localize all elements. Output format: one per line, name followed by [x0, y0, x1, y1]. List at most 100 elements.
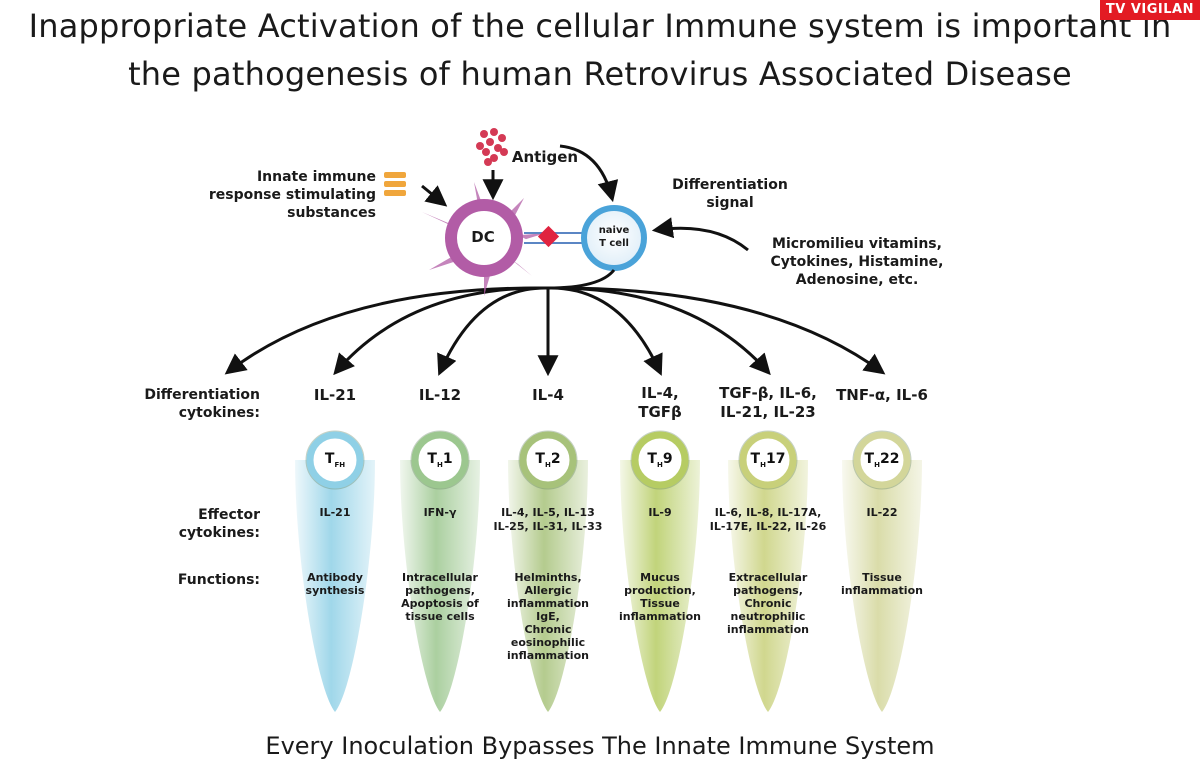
functions-th2-line-1: Allergic [524, 584, 572, 597]
effector-cytokines-th1-line-0: IFN-γ [423, 506, 457, 519]
diff-cytokines-th17-line-0: TGF-β, IL-6, [719, 384, 817, 402]
cell-name-sub: H [544, 460, 551, 469]
cell-name-suffix: 2 [550, 451, 561, 467]
cell-name-sub: H [760, 460, 766, 469]
dc-dendrite-0 [422, 212, 455, 227]
effector-cytokines-th2-line-1: IL-25, IL-31, IL-33 [493, 520, 603, 533]
functions-tfh-line-1: synthesis [305, 584, 365, 597]
cell-name-th9: TH9 [635, 451, 685, 469]
cell-body-th17 [728, 460, 808, 712]
diff-cytokines-th22: TNF-α, IL-6 [812, 386, 952, 405]
effector-cytokines-th2-line-0: IL-4, IL-5, IL-13 [501, 506, 595, 519]
antigen-dot-4 [494, 144, 502, 152]
naive-t-cell-label: naive T cell [586, 224, 642, 250]
diff-cytokines-tfh: IL-21 [265, 386, 405, 405]
row-eff-line-2: cytokines: [178, 525, 260, 541]
fan-arrow-2 [437, 286, 549, 376]
naive-line-1: naive [598, 225, 630, 236]
antigen-dot-7 [476, 142, 484, 150]
diff-cytokines-th1-line-0: IL-12 [418, 386, 462, 404]
fan-arrow-5 [547, 286, 771, 376]
effector-cytokines-th9-line-0: IL-9 [648, 506, 672, 519]
arrow-innate-to-dc [421, 184, 448, 207]
cell-name-main: T [324, 451, 335, 467]
functions-th1-line-1: pathogens, [405, 584, 475, 597]
functions-th17-line-1: pathogens, [733, 584, 803, 597]
cell-outline-tfh [305, 430, 365, 490]
diff-cytokines-th9-line-0: IL-4, [641, 384, 679, 402]
diff-cytokines-th22-line-0: TNF-α, IL-6 [836, 386, 928, 404]
cell-name-suffix: 17 [765, 451, 786, 467]
cell-ring-th17 [739, 431, 797, 489]
cell-name-tfh: TFH [310, 451, 360, 469]
diff-cytokines-th1: IL-12 [370, 386, 510, 405]
innate-stimulus-label: Innate immune response stimulating subst… [180, 168, 376, 222]
cell-body-tfh [295, 460, 375, 712]
functions-th17-line-2: Chronic [744, 597, 792, 610]
fan-arrow-0 [224, 286, 549, 375]
fan-arrow-4 [547, 286, 663, 376]
row-header-effector: Effector cytokines: [80, 506, 260, 542]
antigen-dot-1 [490, 128, 498, 136]
cell-name-sub: H [874, 460, 880, 469]
dc-dendrite-6 [518, 233, 546, 240]
dc-dendrite-1 [429, 255, 459, 270]
functions-th9-line-1: production, [624, 584, 696, 597]
functions-th1-line-2: Apoptosis of [401, 597, 479, 610]
cell-body-th9 [620, 460, 700, 712]
functions-th17-line-3: neutrophilic [730, 610, 806, 623]
cell-name-suffix: 22 [879, 451, 900, 467]
cell-ring-tfh [306, 431, 364, 489]
cell-name-suffix: 1 [442, 451, 453, 467]
effector-cytokines-th17-line-1: IL-17E, IL-22, IL-26 [709, 520, 827, 533]
effector-cytokines-th22: IL-22 [817, 506, 947, 520]
functions-th1-line-0: Intracellular [401, 571, 478, 584]
functions-th2-line-4: Chronic [524, 623, 572, 636]
cell-name-sub: H [656, 460, 663, 469]
cell-name-main: T [427, 451, 437, 467]
cell-body-th2 [508, 460, 588, 712]
functions-th17-line-4: inflammation [727, 623, 809, 636]
functions-th2-line-3: IgE, [536, 610, 560, 623]
cell-ring-th1 [411, 431, 469, 489]
cell-name-main: T [750, 451, 761, 467]
cell-ring-th22 [853, 431, 911, 489]
functions-th22-line-1: inflammation [841, 584, 923, 597]
innate-stack-0 [384, 172, 406, 178]
innate-line-1: Innate immune [256, 169, 376, 185]
cell-name-sub: FH [334, 460, 346, 469]
diff-signal-line-2: signal [706, 195, 754, 211]
cell-ring-th9 [631, 431, 689, 489]
cell-outline-th2 [518, 430, 578, 490]
hub-connector [547, 269, 616, 290]
row-header-differentiation: Differentiation cytokines: [80, 386, 260, 422]
effector-cytokines-tfh-line-0: IL-21 [319, 506, 351, 519]
row-diff-line-1: Differentiation [144, 387, 260, 403]
arrow-micro-to-naive [651, 217, 749, 252]
row-diff-line-2: cytokines: [178, 405, 260, 421]
cell-name-th2: TH2 [523, 451, 573, 469]
innate-line-3: substances [287, 205, 376, 221]
antigen-label: Antigen [511, 148, 579, 166]
cell-outline-th17 [738, 430, 798, 490]
differentiation-signal-label: Differentiation signal [640, 176, 820, 212]
cell-name-th1: TH1 [415, 451, 465, 469]
footer-caption: Every Inoculation Bypasses The Innate Im… [265, 732, 935, 760]
antigen-dot-2 [498, 134, 506, 142]
functions-th9-line-0: Mucus [640, 571, 680, 584]
naive-t-cell [581, 205, 647, 271]
title-line-1: Inappropriate Activation of the cellular… [28, 7, 1172, 45]
effector-cytokines-tfh: IL-21 [270, 506, 400, 520]
functions-th2-line-5: eosinophilic [510, 636, 586, 649]
cell-name-th17: TH17 [743, 451, 793, 469]
functions-th2-line-6: inflammation [507, 649, 589, 662]
dc-dendrite-4 [474, 182, 485, 210]
innate-stack-2 [384, 190, 406, 196]
dc-dendrite-3 [510, 258, 532, 276]
